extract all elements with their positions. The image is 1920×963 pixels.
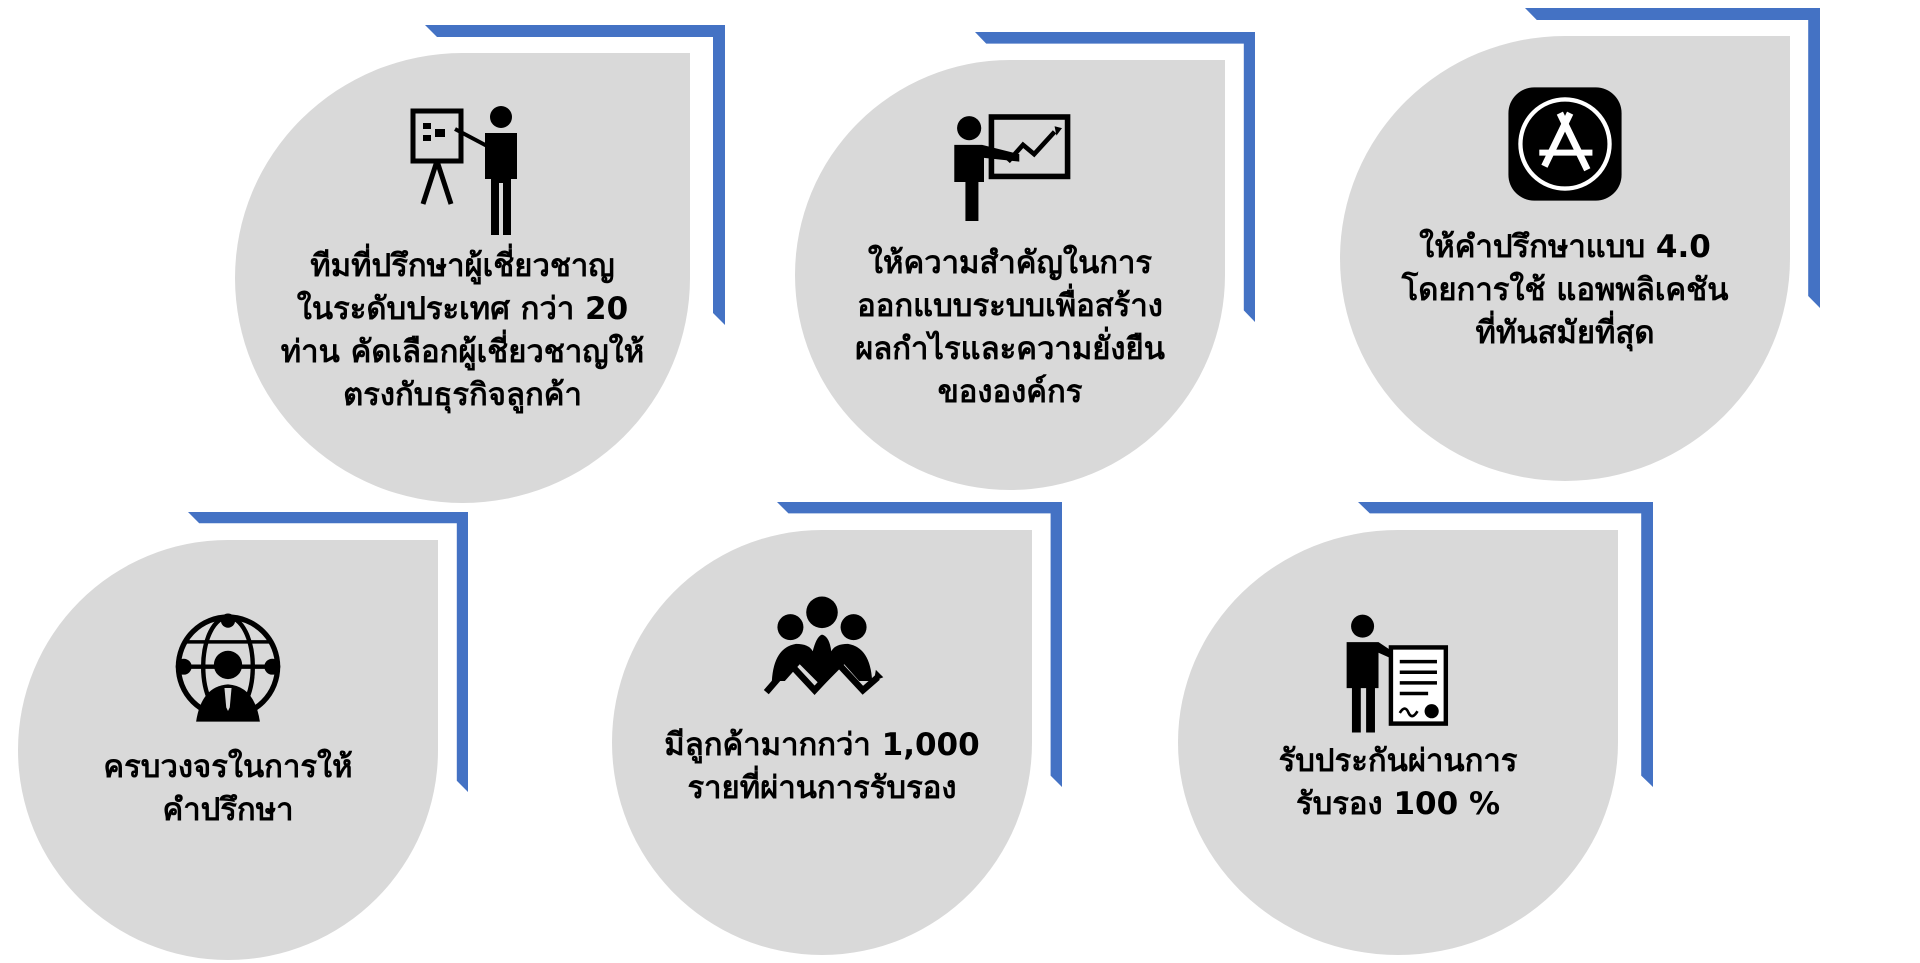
growth-chart-presenter-icon [954, 114, 1071, 221]
card-leaf: รับประกันผ่านการ รับรอง 100 % [1178, 530, 1618, 955]
presenter-board-icon [410, 106, 517, 235]
feature-card-guarantee: รับประกันผ่านการ รับรอง 100 % [1178, 502, 1653, 957]
feature-text: รับประกันผ่านการ รับรอง 100 % [1278, 743, 1518, 822]
card-leaf: มีลูกค้ามากกว่า 1,000 รายที่ผ่านการรับรอ… [612, 530, 1032, 955]
card-leaf: ให้ความสำคัญในการ ออกแบบระบบเพื่อสร้าง ผ… [795, 60, 1225, 490]
feature-card-profit-design: ให้ความสำคัญในการ ออกแบบระบบเพื่อสร้าง ผ… [795, 32, 1255, 492]
app-store-icon [1508, 87, 1622, 201]
feature-card-app-consult: ให้คำปรึกษาแบบ 4.0 โดยการใช้ แอพพลิเคชัน… [1340, 8, 1820, 483]
feature-text: มีลูกค้ามากกว่า 1,000 รายที่ผ่านการรับรอ… [664, 727, 980, 806]
certificate-businessman-icon [1346, 614, 1449, 733]
card-leaf: ให้คำปรึกษาแบบ 4.0 โดยการใช้ แอพพลิเคชัน… [1340, 36, 1790, 481]
global-consultant-icon [175, 613, 281, 722]
card-leaf: ครบวงจรในการให้ คำปรึกษา [18, 540, 438, 960]
card-leaf: ทีมที่ปรึกษาผู้เชี่ยวชาญ ในระดับประเทศ ก… [235, 53, 690, 503]
feature-text: ให้ความสำคัญในการ ออกแบบระบบเพื่อสร้าง ผ… [855, 245, 1165, 410]
feature-card-full-loop: ครบวงจรในการให้ คำปรึกษา [18, 512, 468, 962]
feature-card-customers: มีลูกค้ามากกว่า 1,000 รายที่ผ่านการรับรอ… [612, 502, 1062, 957]
feature-text: ครบวงจรในการให้ คำปรึกษา [103, 749, 353, 828]
feature-text: ให้คำปรึกษาแบบ 4.0 โดยการใช้ แอพพลิเคชัน… [1401, 229, 1729, 351]
customer-group-icon [763, 596, 884, 696]
feature-card-expert-team: ทีมที่ปรึกษาผู้เชี่ยวชาญ ในระดับประเทศ ก… [235, 25, 725, 505]
feature-text: ทีมที่ปรึกษาผู้เชี่ยวชาญ ในระดับประเทศ ก… [280, 248, 645, 413]
